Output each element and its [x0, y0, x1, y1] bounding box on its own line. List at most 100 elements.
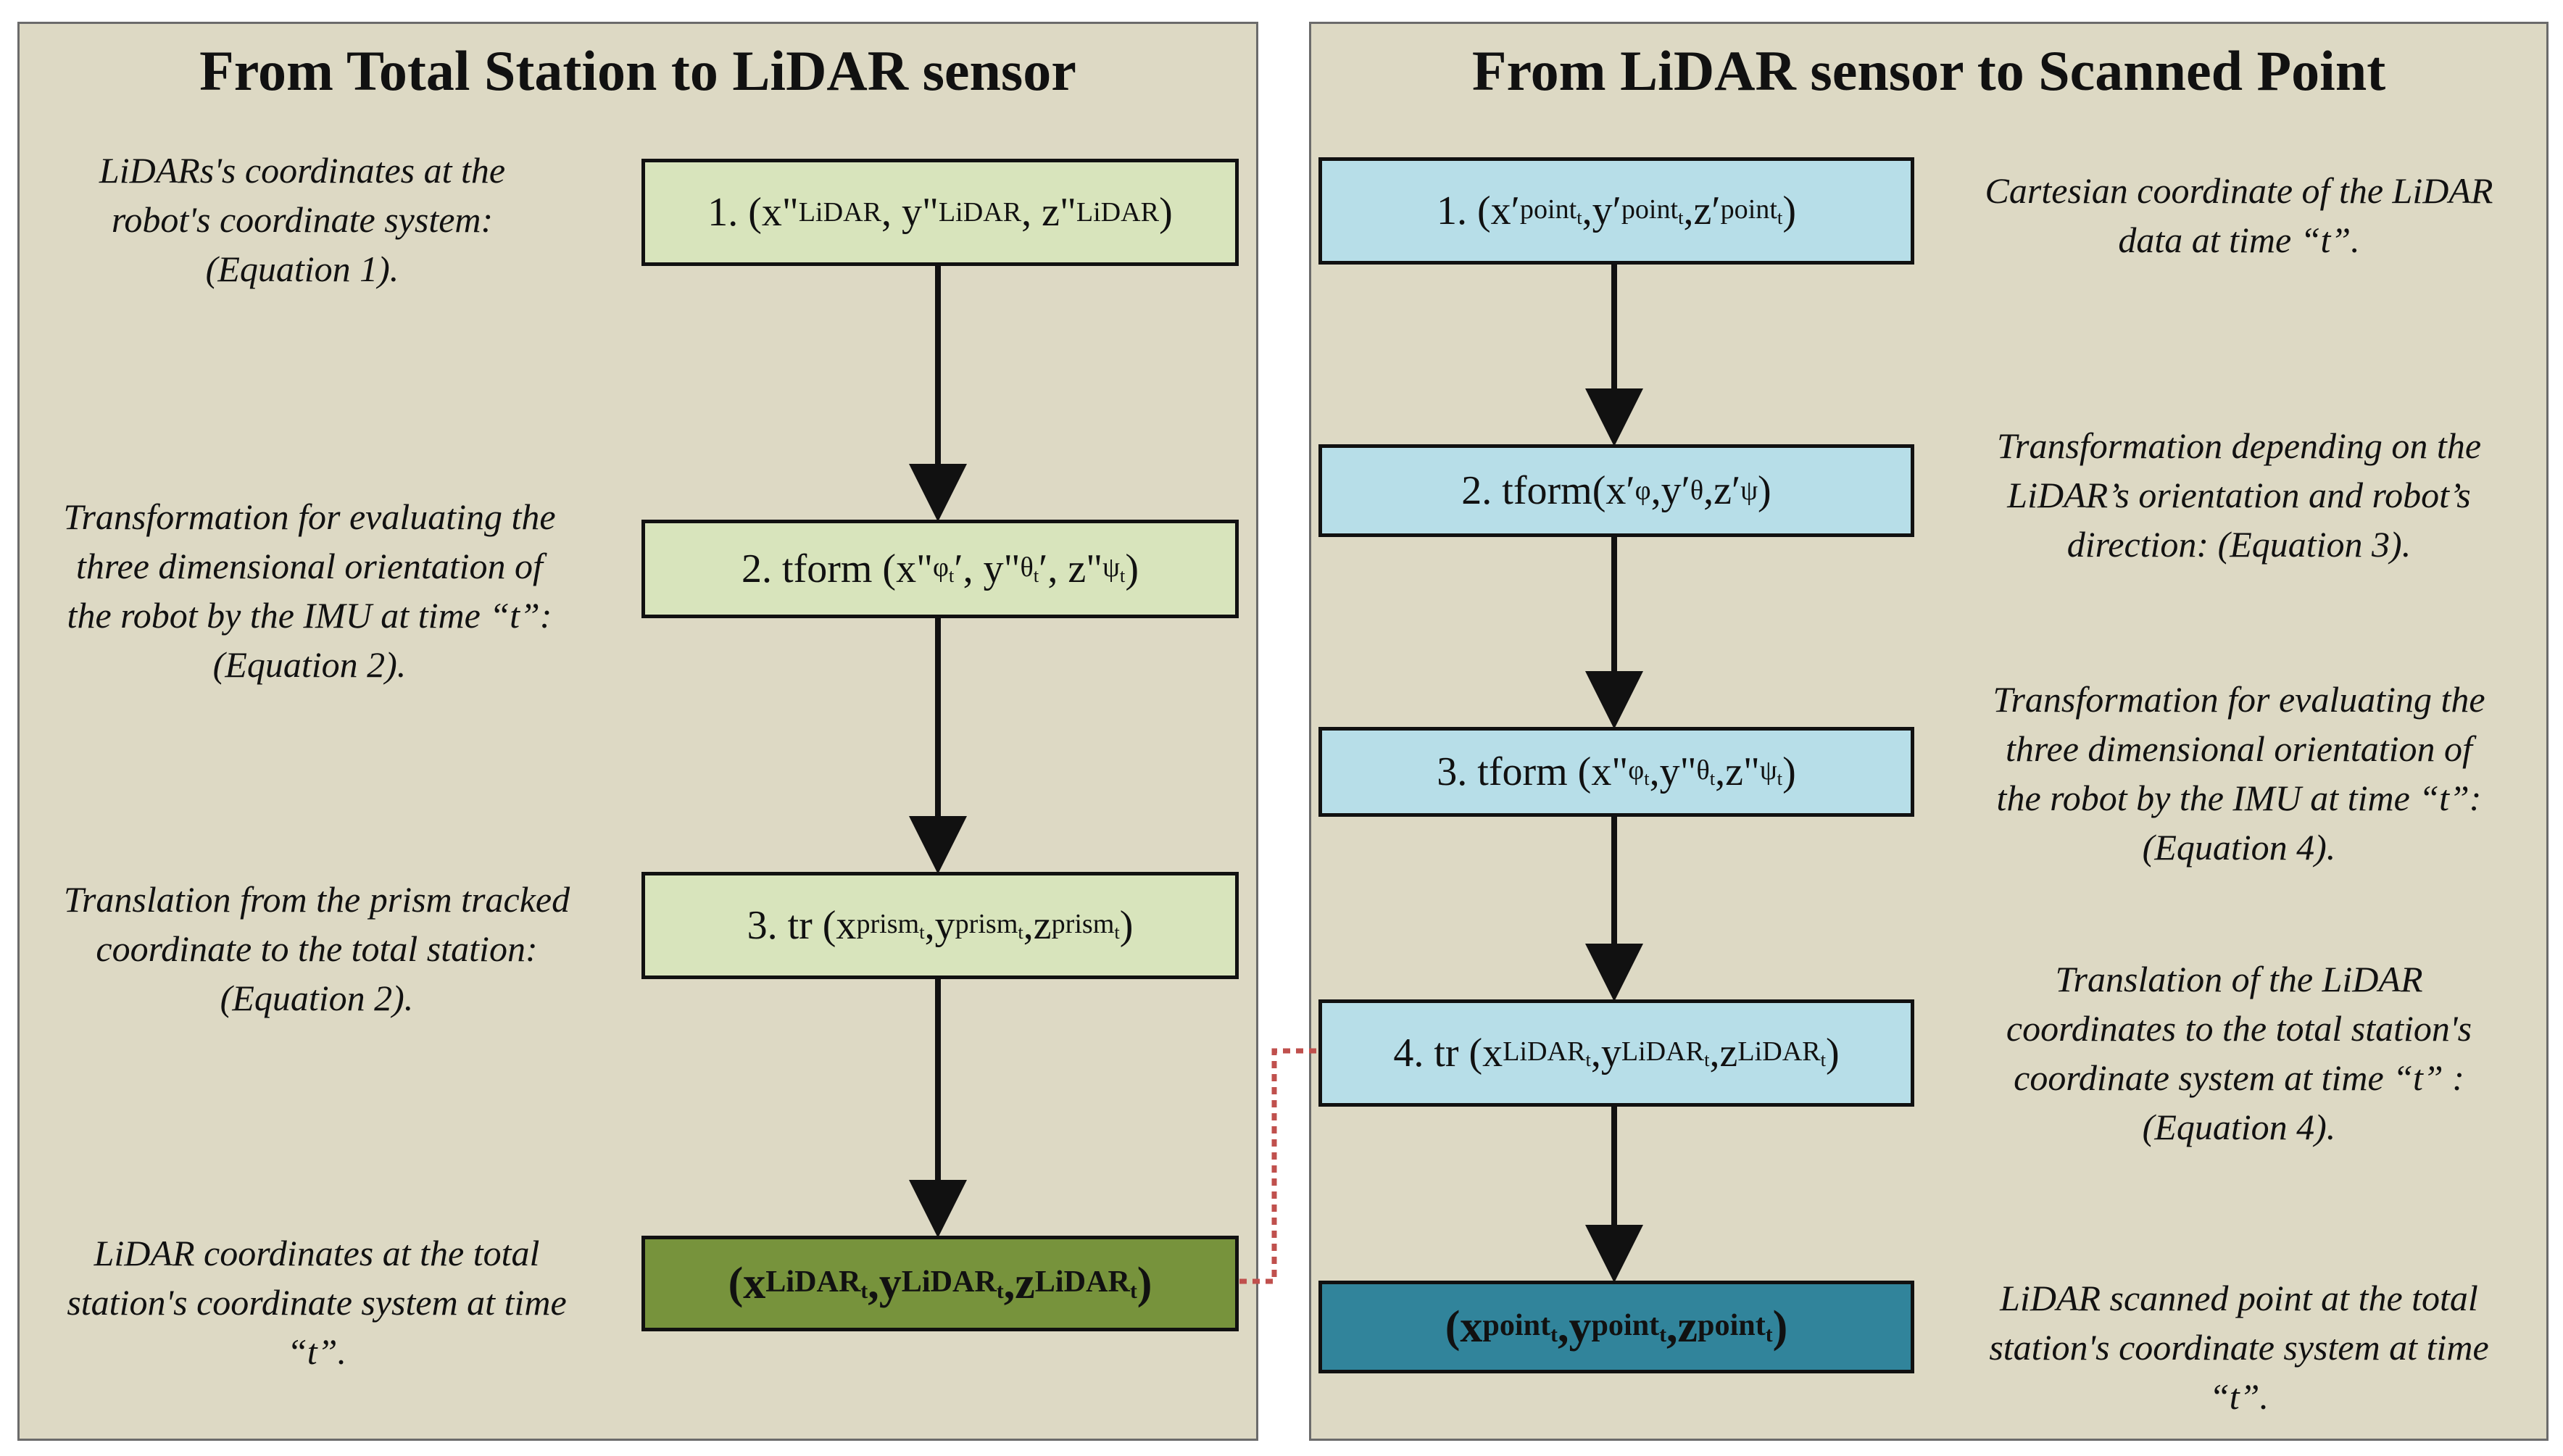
subscript-text: ψ [1759, 754, 1777, 786]
box-text: ) [1119, 903, 1134, 948]
subscript-text: t [1018, 920, 1023, 943]
box-text: ′, z" [1039, 546, 1103, 591]
box-subscript: LiDAR [1076, 197, 1160, 228]
right-panel-title: From LiDAR sensor to Scanned Point [1471, 39, 2386, 102]
subscript-text: t [1550, 1323, 1558, 1347]
subscript-text: t [1678, 206, 1684, 228]
subscript-text: θ [1696, 754, 1710, 786]
note-line: the robot by the IMU at time “t”: [67, 595, 552, 636]
left-note-2: Transformation for evaluating the three … [20, 492, 599, 689]
subscript-text: t [1585, 1048, 1591, 1070]
note-line: (Equation 4). [2142, 827, 2336, 868]
note-line: LiDAR coordinates at the total [94, 1233, 540, 1273]
subscript-text: point [1621, 194, 1679, 225]
left-step-2-box: 2. tform (x"φt′, y"θt′, z"ψt) [641, 520, 1239, 618]
note-line: Transformation depending on the [1996, 425, 2482, 466]
box-subscript: LiDARt [1621, 1036, 1710, 1071]
box-text: 1. (x [707, 190, 782, 235]
note-line: (Equation 4). [2142, 1107, 2336, 1147]
box-text: ) [1826, 1031, 1840, 1076]
subscript-text: t [1129, 1279, 1137, 1303]
subscript-text: t [919, 920, 925, 943]
left-panel: From Total Station to LiDAR sensor LiDAR… [17, 22, 1258, 1441]
right-note-4: Translation of the LiDAR coordinates to … [1927, 954, 2551, 1152]
box-text: ,z [1666, 1302, 1698, 1352]
box-subscript: ψt [1760, 754, 1782, 790]
box-subscript: φt [933, 552, 954, 587]
subscript-text: prism [955, 908, 1018, 939]
subscript-text: t [1704, 1048, 1710, 1070]
note-line: “t”. [286, 1331, 346, 1372]
box-text: 3. tform (x" [1437, 749, 1629, 794]
box-text: , z [1021, 190, 1060, 235]
box-subscript: pointt [1591, 1307, 1666, 1347]
subscript-text: t [948, 564, 955, 586]
box-text: ) [1782, 188, 1796, 233]
note-line: Cartesian coordinate of the LiDAR [1985, 170, 2493, 211]
note-line: data at time “t”. [2118, 220, 2360, 260]
box-text: " [781, 190, 799, 235]
note-line: (Equation 1). [205, 249, 399, 289]
subscript-text: point [1698, 1307, 1766, 1342]
box-text: ) [1782, 749, 1796, 794]
box-subscript: LiDARt [1035, 1264, 1137, 1304]
box-subscript: pointt [1721, 194, 1783, 229]
note-line: station's coordinate system at time [67, 1282, 567, 1323]
right-note-3: Transformation for evaluating the three … [1927, 675, 2551, 872]
note-line: coordinate system at time “t” : [2014, 1057, 2464, 1098]
note-line: three dimensional orientation of [2006, 728, 2472, 769]
note-line: “t”. [2209, 1376, 2269, 1417]
right-step-2-box: 2. tform(x′φ,y′θ,z′ψ) [1318, 444, 1914, 537]
note-line: Translation from the prism tracked [63, 879, 570, 920]
subscript-text: t [1777, 206, 1783, 228]
box-text: " [922, 190, 939, 235]
subscript-text: t [1114, 920, 1120, 943]
box-subscript: LiDAR [798, 197, 882, 228]
box-text: ,z [1023, 903, 1052, 948]
subscript-text: prism [1051, 908, 1115, 939]
subscript-text: t [1644, 767, 1650, 789]
box-text: ) [1125, 546, 1139, 591]
subscript-text: φ [1628, 754, 1645, 786]
box-subscript: φt [1628, 754, 1649, 790]
box-text: ) [1772, 1302, 1788, 1352]
note-line: coordinate to the total station: [96, 928, 538, 969]
note-line: three dimensional orientation of [76, 546, 543, 586]
left-note-3: Translation from the prism tracked coord… [20, 875, 614, 1023]
subscript-text: ψ [1102, 552, 1120, 583]
box-subscript: LiDAR [938, 197, 1022, 228]
subscript-text: LiDAR [1503, 1036, 1586, 1067]
box-subscript: prismt [1052, 908, 1120, 944]
box-text: 3. tr (x [747, 903, 857, 948]
subscript-text: t [1119, 564, 1126, 586]
box-text: (x [728, 1258, 766, 1308]
subscript-text: t [1709, 767, 1716, 789]
box-text: ) [1159, 190, 1173, 235]
box-text: 4. tr (x [1393, 1031, 1503, 1076]
subscript-text: t [996, 1279, 1004, 1303]
box-text: ,z [1003, 1258, 1035, 1308]
box-text: ,z [1709, 1031, 1738, 1076]
box-subscript: LiDARt [902, 1264, 1004, 1304]
box-subscript: pointt [1621, 194, 1684, 229]
subscript-text: LiDAR [1034, 1264, 1130, 1299]
left-step-1-box: 1. (x "LiDAR, y "LiDAR, z"LiDAR) [641, 159, 1239, 266]
box-text: ,y [1557, 1302, 1592, 1352]
box-text: 2. tform (x" [742, 546, 933, 591]
note-line: (Equation 2). [212, 644, 407, 685]
note-line: LiDARs's coordinates at the [99, 150, 506, 191]
box-subscript: prismt [955, 908, 1023, 944]
box-text: ,z′ [1703, 468, 1741, 513]
box-text: 1. (x′ [1437, 188, 1520, 233]
box-text: , y [881, 190, 923, 235]
box-text: ,y′ [1582, 188, 1621, 233]
box-text: ) [1758, 468, 1771, 513]
note-line: robot's coordinate system: [111, 199, 494, 240]
note-line: Transformation for evaluating the [1993, 679, 2485, 720]
box-subscript: ψt [1102, 552, 1125, 587]
box-text: (x [1445, 1302, 1483, 1352]
